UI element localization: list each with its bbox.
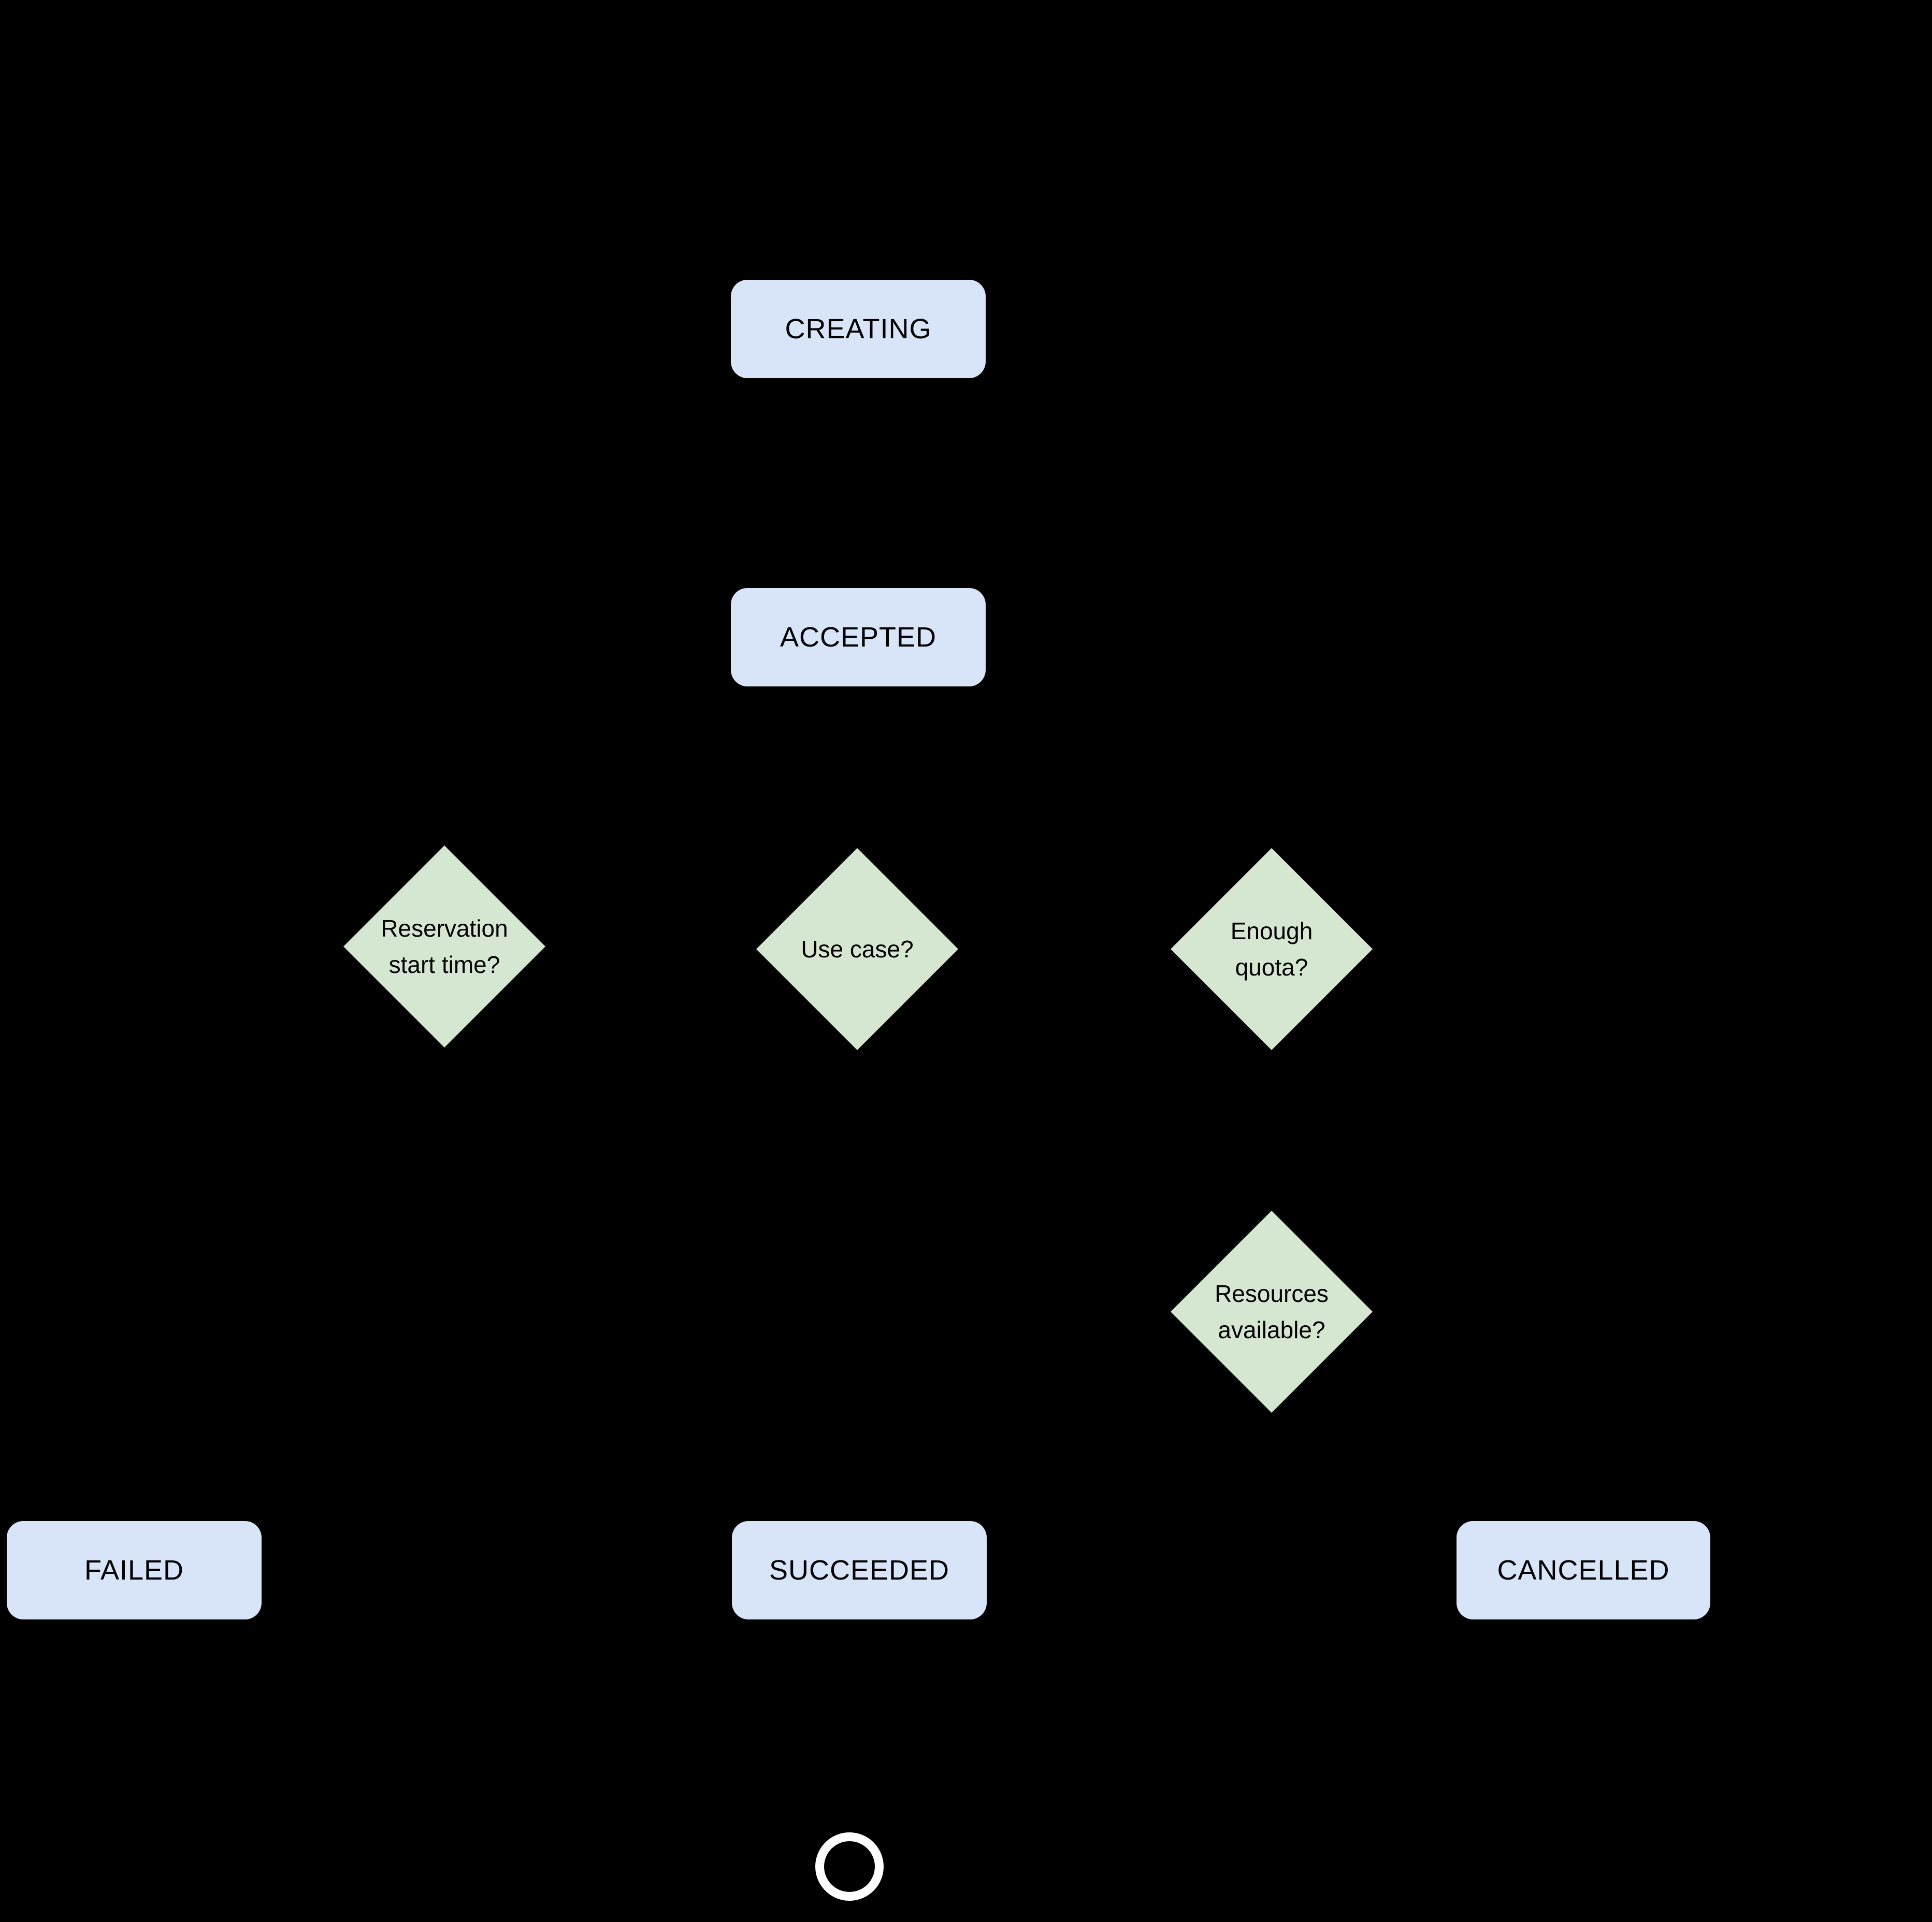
decision-label-line: Use case?: [801, 936, 914, 963]
state-node-accepted: ACCEPTED: [731, 588, 986, 686]
decision-label-line: Enough: [1230, 917, 1313, 944]
state-node-creating: CREATING: [731, 280, 986, 378]
decision-label-line: Resources: [1215, 1280, 1329, 1307]
state-node-failed: FAILED: [7, 1521, 262, 1619]
state-label-cancelled: CANCELLED: [1497, 1555, 1670, 1586]
decision-node-reservation-start-time: Reservation start time?: [343, 845, 545, 1048]
state-node-succeeded: SUCCEEDED: [732, 1521, 987, 1619]
decision-node-resources-available: Resources available?: [1171, 1211, 1373, 1413]
decision-label-line: quota?: [1235, 954, 1308, 981]
state-label-creating: CREATING: [785, 313, 932, 345]
decision-node-enough-quota: Enough quota?: [1171, 848, 1373, 1050]
state-node-cancelled: CANCELLED: [1457, 1521, 1710, 1619]
decision-label-line: available?: [1218, 1316, 1325, 1343]
state-label-accepted: ACCEPTED: [780, 622, 937, 653]
end-terminator-circle-icon: [815, 1832, 884, 1901]
state-label-failed: FAILED: [84, 1555, 184, 1586]
state-label-succeeded: SUCCEEDED: [769, 1555, 950, 1586]
decision-label-line: start time?: [388, 951, 500, 978]
decision-label-line: Reservation: [381, 915, 508, 942]
decision-node-use-case: Use case?: [756, 848, 958, 1050]
